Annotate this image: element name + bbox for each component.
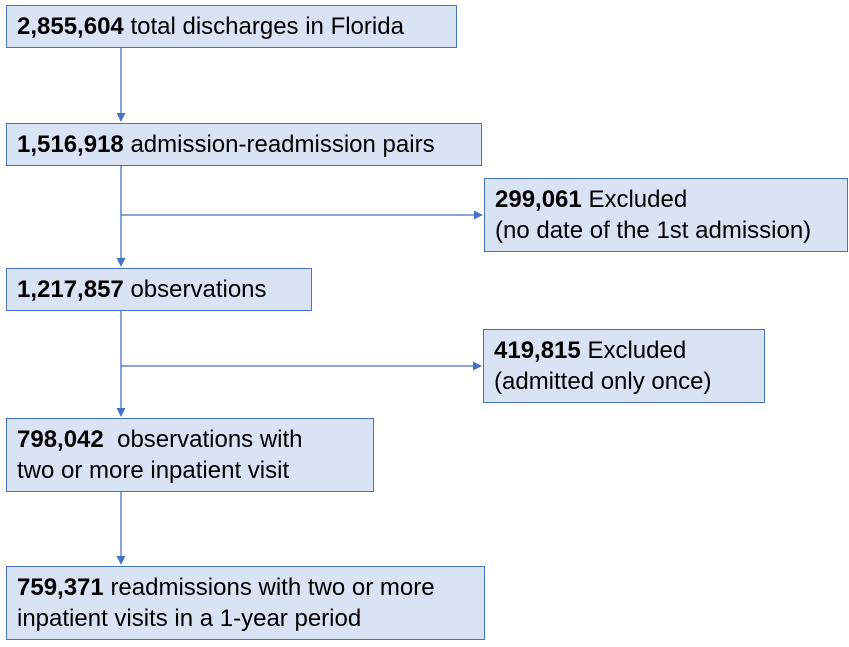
label-excluded-1: Excluded (588, 186, 688, 213)
count-total: 2,855,604 (17, 13, 124, 40)
label-multiple: observations with (110, 426, 303, 453)
box-excluded-no-date: 299,061 Excluded (no date of the 1st adm… (484, 178, 848, 252)
label-excluded-2: Excluded (587, 337, 687, 364)
count-excluded-1: 299,061 (495, 186, 582, 213)
count-multiple: 798,042 (17, 426, 104, 453)
box-total-discharges: 2,855,604 total discharges in Florida (6, 5, 457, 48)
box-admission-pairs: 1,516,918 admission-readmission pairs (6, 123, 482, 166)
count-observations: 1,217,857 (17, 276, 124, 303)
reason-excluded-2: (admitted only once) (494, 368, 712, 395)
label-readmissions: readmissions with two or more (110, 574, 435, 601)
label-total: total discharges in Florida (130, 13, 404, 40)
count-excluded-2: 419,815 (494, 337, 581, 364)
label-readmissions-line2: inpatient visits in a 1-year period (17, 605, 362, 632)
reason-excluded-1: (no date of the 1st admission) (495, 217, 812, 244)
label-multiple-line2: two or more inpatient visit (17, 457, 290, 484)
box-observations: 1,217,857 observations (6, 268, 312, 311)
count-pairs: 1,516,918 (17, 131, 124, 158)
count-readmissions: 759,371 (17, 574, 104, 601)
label-pairs: admission-readmission pairs (130, 131, 435, 158)
box-excluded-once: 419,815 Excluded (admitted only once) (483, 329, 765, 403)
label-observations: observations (130, 276, 267, 303)
box-readmissions: 759,371 readmissions with two or more in… (6, 566, 485, 640)
box-multiple-visits: 798,042 observations with two or more in… (6, 418, 374, 492)
